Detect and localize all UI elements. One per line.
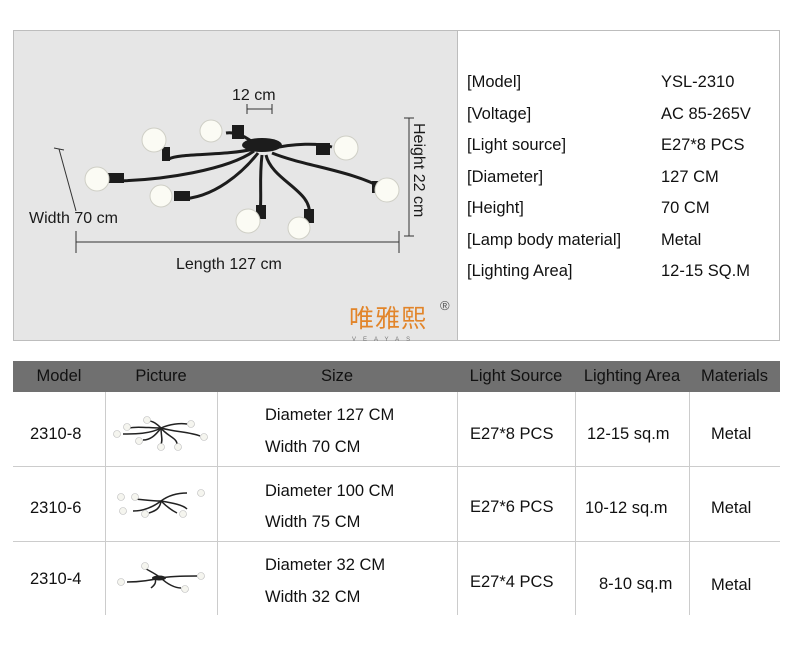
- spec-row-height: [Height] 70 CM: [467, 199, 777, 221]
- header-materials: Materials: [701, 367, 768, 385]
- spec-key: [Model]: [467, 73, 522, 91]
- header-light-source: Light Source: [469, 367, 563, 385]
- spec-row-voltage: [Voltage] AC 85-265V: [467, 105, 777, 127]
- spec-row-material: [Lamp body material] Metal: [467, 231, 777, 253]
- cell-size-width: Width 75 CM: [265, 513, 361, 531]
- cell-model: 2310-6: [30, 499, 82, 517]
- dimension-label-top: 12 cm: [232, 87, 276, 104]
- cell-light-source: E27*8 PCS: [470, 425, 554, 443]
- column-divider: [457, 392, 458, 615]
- cell-size-diameter: Diameter 100 CM: [265, 482, 395, 500]
- spec-row-model: [Model] YSL-2310: [467, 73, 777, 95]
- spec-value: 12-15 SQ.M: [661, 262, 750, 280]
- registered-mark: ®: [440, 298, 450, 313]
- spec-key: [Diameter]: [467, 168, 544, 186]
- column-divider: [575, 392, 576, 615]
- cell-material: Metal: [711, 576, 752, 594]
- eight-arm-lamp-icon: [113, 416, 208, 451]
- spec-value: 70 CM: [661, 199, 710, 217]
- header-lighting-area: Lighting Area: [583, 367, 681, 385]
- brand-logo-subtext: VEAYAS: [352, 337, 418, 343]
- spec-key: [Lamp body material]: [467, 231, 622, 249]
- dimension-label-height: Height 22 cm: [410, 123, 427, 218]
- cell-material: Metal: [711, 499, 752, 517]
- column-divider: [689, 392, 690, 615]
- six-arm-lamp-icon: [117, 489, 205, 518]
- spec-list: [Model] YSL-2310 [Voltage] AC 85-265V [L…: [457, 31, 780, 340]
- spec-value: AC 85-265V: [661, 105, 751, 123]
- dimension-label-length: Length 127 cm: [176, 256, 282, 273]
- cell-lighting-area: 8-10 sq.m: [599, 575, 673, 593]
- spec-value: Metal: [661, 231, 702, 249]
- cell-light-source: E27*4 PCS: [470, 573, 554, 591]
- dimension-label-width: Width 70 cm: [29, 210, 118, 227]
- table-row: 2310-6 Diameter 100 CM Width 75 CM E27*6…: [13, 467, 780, 542]
- column-divider: [105, 392, 106, 615]
- spec-key: [Lighting Area]: [467, 262, 573, 280]
- spec-value: 127 CM: [661, 168, 719, 186]
- cell-lighting-area: 12-15 sq.m: [587, 425, 670, 443]
- cell-material: Metal: [711, 425, 752, 443]
- eight-arm-ceiling-light-icon: [53, 104, 414, 253]
- product-illustration: 12 cm Width 70 cm Length 127 cm Height 2…: [14, 31, 457, 343]
- cell-model: 2310-4: [30, 570, 82, 588]
- cell-size-width: Width 32 CM: [265, 588, 361, 606]
- brand-logo: 唯雅熙: [349, 304, 428, 333]
- four-arm-lamp-icon: [117, 562, 205, 593]
- spec-key: [Height]: [467, 199, 524, 217]
- table-row: 2310-4 Diameter 32 CM Width 32 CM E27*4 …: [13, 542, 780, 615]
- cell-lighting-area: 10-12 sq.m: [585, 499, 668, 517]
- cell-size-diameter: Diameter 32 CM: [265, 556, 386, 574]
- model-comparison-table: Model Picture Size Light Source Lighting…: [13, 361, 780, 615]
- spec-value: E27*8 PCS: [661, 136, 745, 154]
- column-divider: [217, 392, 218, 615]
- cell-size-width: Width 70 CM: [265, 438, 361, 456]
- header-model: Model: [36, 367, 82, 385]
- spec-key: [Voltage]: [467, 105, 532, 123]
- product-spec-panel: 12 cm Width 70 cm Length 127 cm Height 2…: [13, 30, 780, 343]
- spec-row-diameter: [Diameter] 127 CM: [467, 168, 777, 190]
- spec-key: [Light source]: [467, 136, 567, 154]
- spec-row-lighting-area: [Lighting Area] 12-15 SQ.M: [467, 262, 777, 284]
- cell-light-source: E27*6 PCS: [470, 498, 554, 516]
- spec-value: YSL-2310: [661, 73, 735, 91]
- header-size: Size: [320, 367, 354, 385]
- header-picture: Picture: [135, 367, 187, 385]
- table-header: Model Picture Size Light Source Lighting…: [13, 361, 780, 392]
- cell-model: 2310-8: [30, 425, 82, 443]
- spec-row-light-source: [Light source] E27*8 PCS: [467, 136, 777, 158]
- table-row: 2310-8 Diameter 127 CM Width 70 CM E27*8…: [13, 392, 780, 467]
- cell-size-diameter: Diameter 127 CM: [265, 406, 395, 424]
